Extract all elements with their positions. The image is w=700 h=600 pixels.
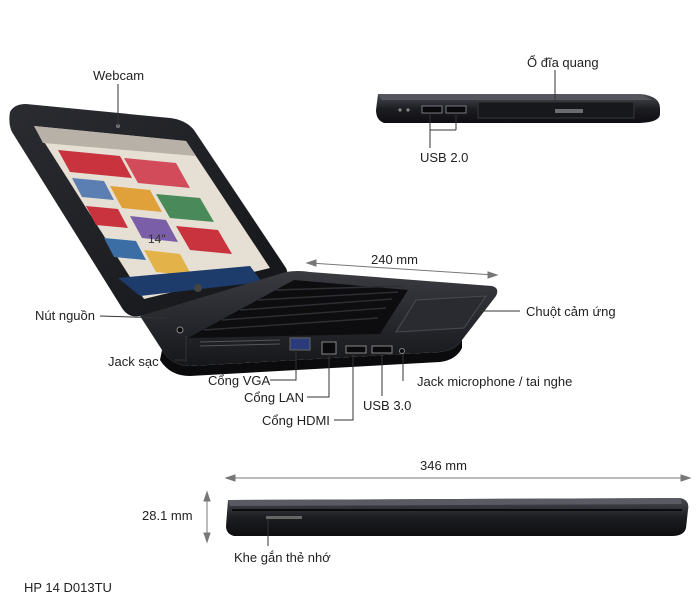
audio-jack-label: Jack microphone / tai nghe — [417, 374, 573, 389]
hdmi-leader — [334, 353, 354, 421]
power-button-leader — [99, 315, 167, 319]
vga-leader — [270, 350, 297, 381]
hdmi-label: Cổng HDMI — [262, 413, 330, 428]
laptop-main — [9, 104, 498, 376]
side-view-right — [376, 94, 660, 123]
length-dimension — [224, 474, 692, 482]
thickness-dimension — [203, 490, 211, 544]
card-slot — [266, 516, 302, 519]
usb30-label: USB 3.0 — [363, 398, 412, 413]
lan-leader — [307, 354, 330, 398]
width-dimension-label: 240 mm — [371, 252, 418, 267]
charging-jack-label: Jack sạc — [108, 354, 159, 369]
optical-drive-label: Ổ đĩa quang — [527, 55, 599, 70]
vga-port — [289, 337, 311, 351]
front-view — [226, 498, 689, 536]
usb20-label: USB 2.0 — [420, 150, 469, 165]
screen-size-label: 14" — [148, 232, 166, 246]
lan-label: Cổng LAN — [244, 390, 304, 405]
model-name: HP 14 D013TU — [24, 580, 112, 595]
usb30-port — [371, 345, 393, 354]
length-dimension-label: 346 mm — [420, 458, 467, 473]
hdmi-port — [345, 345, 367, 354]
width-dimension — [305, 259, 499, 279]
webcam-label: Webcam — [93, 68, 145, 83]
card-slot-label: Khe gắn thẻ nhớ — [234, 550, 331, 565]
vga-label: Cổng VGA — [208, 373, 271, 388]
thickness-dimension-label: 28.1 mm — [142, 508, 193, 523]
lan-port — [321, 341, 337, 355]
hp-logo — [194, 284, 202, 292]
audio-port — [399, 348, 405, 354]
power-button-label: Nút nguồn — [35, 308, 95, 323]
power-jack — [176, 326, 184, 334]
usb20-port-1 — [421, 105, 443, 114]
usb20-port-2 — [445, 105, 467, 114]
touchpad-label: Chuột cảm ứng — [526, 304, 616, 319]
touchpad — [395, 295, 487, 333]
